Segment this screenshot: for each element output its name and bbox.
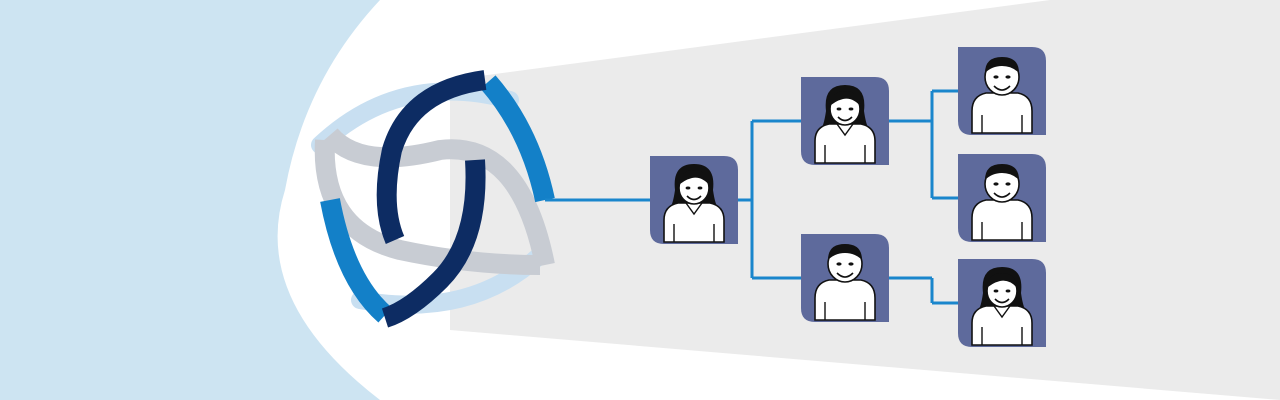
person-card-leaf-3: [958, 259, 1046, 347]
connector-lines: [545, 89, 958, 305]
person-card-mid-top: [801, 77, 889, 165]
interlocking-arcs-logo: [311, 70, 555, 328]
person-card-leaf-1: [958, 47, 1046, 135]
grey-light-beam: [450, 0, 1280, 400]
person-card-root: [650, 156, 738, 244]
person-card-mid-bottom: [801, 234, 889, 322]
person-card-leaf-2: [958, 154, 1046, 242]
